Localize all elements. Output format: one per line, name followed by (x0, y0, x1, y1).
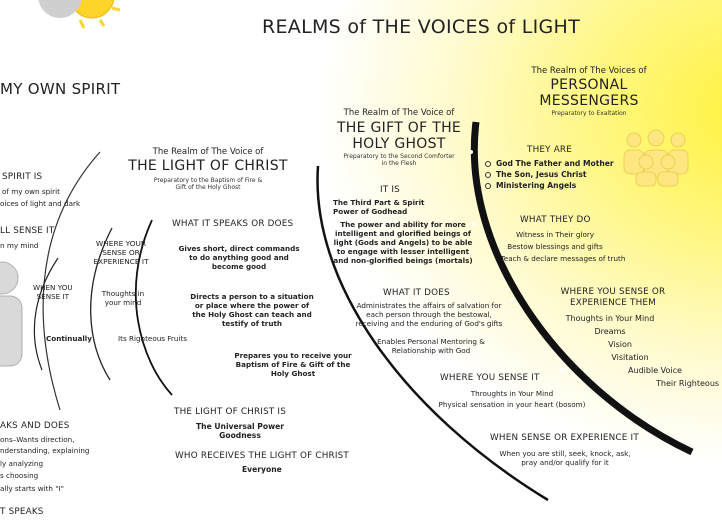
list-item: Visitation (611, 353, 649, 362)
pm-realm-name: PERSONAL MESSENGERS (539, 77, 639, 109)
loc-item-2: Directs a person to a situation or place… (190, 292, 314, 328)
sun-icon (38, 0, 121, 29)
list-item: Thoughts in Your Mind (565, 314, 655, 323)
loc-realm-label: The Realm of The Voice of (152, 147, 264, 157)
speaks-line-1: ons–Wants direction, (0, 435, 75, 444)
pm-when-sense-text: When you are still, seek, knock, ask, pr… (499, 449, 631, 467)
my-own-spirit-heading: MY OWN SPIRIT (0, 80, 121, 98)
loc-fruits: Its Righteous Fruits (118, 334, 187, 343)
hg-realm-sub: Preparatory to the Second Comforter in t… (343, 153, 455, 167)
hg-realm-name: THE GIFT OF THE HOLY GHOST (336, 120, 462, 152)
pm-they-are-heading: THEY ARE (527, 145, 573, 155)
loc-realm-name: THE LIGHT OF CHRIST (128, 158, 288, 174)
pm-what-do-2: Bestow blessings and gifts (507, 242, 603, 251)
bottom-speaks-heading: T SPEAKS (0, 507, 44, 517)
hg-what-does-heading: WHAT IT DOES (383, 288, 450, 298)
bullet-icon (485, 183, 491, 189)
hg-what-does-2: Enables Personal Mentoring & Relationshi… (377, 337, 485, 355)
speaks-line-5: ally starts with "I" (0, 484, 64, 493)
loc-who-heading: WHO RECEIVES THE LIGHT OF CHRIST (175, 451, 349, 461)
still-sense-heading: LL SENSE IT (0, 226, 55, 236)
loc-item-1: Gives short, direct commands to do anyth… (178, 244, 300, 271)
bullet-icon (485, 172, 491, 178)
pm-realm-label: The Realm of The Voices of (531, 66, 647, 76)
list-item: Audible Voice (628, 366, 682, 375)
people-group-icon (623, 129, 689, 187)
pm-what-do-3: Teach & declare messages of truth (500, 254, 626, 263)
hg-it-is-heading: IT IS (380, 185, 400, 195)
continually-label: Continually (46, 334, 92, 343)
loc-who-value: Everyone (242, 465, 282, 474)
hg-realm-label: The Realm of The Voice of (343, 108, 455, 118)
loc-realm-sub: Preparatory to the Baptism of Fire & Gif… (153, 177, 263, 191)
pm-where-list: Thoughts in Your Mind Dreams Vision Visi… (530, 312, 722, 390)
list-item: Ministering Angels (485, 180, 614, 191)
speaks-line-4: s choosing (0, 471, 39, 480)
pm-when-sense-heading: WHEN SENSE OR EXPERIENCE IT (490, 433, 639, 443)
loc-where-sense: WHERE YOUR SENSE OR EXPERIENCE IT (93, 239, 149, 266)
loc-is-value: The Universal Power Goodness (196, 422, 284, 440)
hg-where-sense-heading: WHERE YOU SENSE IT (440, 373, 540, 383)
person-silhouette-icon (0, 261, 23, 367)
list-item: Vision (608, 340, 632, 349)
list-item: Dreams (594, 327, 626, 336)
spirit-is-line-1: of my own spirit (2, 187, 60, 196)
pm-realm-sub: Preparatory to Exaltation (551, 110, 627, 117)
hg-it-is-1: The Third Part & Spirit Power of Godhead (333, 198, 425, 216)
spirit-is-line-2: oices of light and dark (0, 199, 81, 208)
bullet-icon (485, 161, 491, 167)
pm-they-are-list: God The Father and Mother The Son, Jesus… (485, 158, 614, 191)
loc-is-heading: THE LIGHT OF CHRIST IS (174, 407, 287, 417)
spirit-is-heading: SPIRIT IS (2, 172, 43, 182)
loc-item-3: Prepares you to receive your Baptism of … (234, 351, 352, 378)
loc-thoughts: Thoughts in your mind (101, 289, 145, 307)
list-item: The Son, Jesus Christ (485, 169, 614, 180)
page-title: REALMS of THE VOICES of LIGHT (262, 16, 581, 38)
when-you-sense-label: WHEN YOU SENSE IT (33, 283, 73, 301)
hg-where-sense-text: Throughts in Your Mind Physical sensatio… (438, 389, 586, 409)
pm-what-do-1: Witness in Their glory (515, 230, 595, 239)
speaks-line-3: ly analyzing (0, 459, 44, 468)
loc-speaks-does-heading: WHAT IT SPEAKS OR DOES (172, 219, 294, 229)
pm-where-sense-heading: WHERE YOU SENSE OR EXPERIENCE THEM (560, 287, 666, 308)
still-sense-line: n my mind (0, 241, 39, 250)
hg-it-is-2: The power and ability for more intellige… (333, 220, 473, 265)
speaks-does-heading: AKS AND DOES (0, 421, 70, 431)
list-item: God The Father and Mother (485, 158, 614, 169)
pm-what-do-heading: WHAT THEY DO (520, 215, 591, 225)
speaks-line-2: nderstanding, explaining (0, 446, 90, 455)
hg-what-does-1: Administrates the affairs of salvation f… (355, 301, 503, 328)
list-item: Their Righteous Fruits (656, 379, 722, 388)
